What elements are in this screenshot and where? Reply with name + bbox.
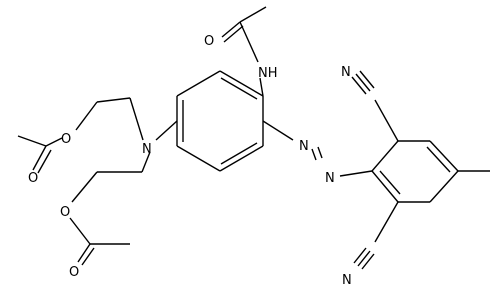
bonds	[17, 6, 490, 270]
atom-n-azo2: N	[325, 171, 335, 186]
atom-o3: O	[28, 171, 38, 186]
atom-nh: NH	[258, 66, 278, 81]
bond	[426, 146, 451, 173]
bond	[429, 140, 459, 172]
bond	[239, 6, 267, 23]
bond	[311, 148, 317, 161]
bond	[371, 140, 399, 172]
atom-cn2-n: N	[342, 273, 352, 288]
bond	[219, 145, 264, 172]
bond	[71, 171, 98, 203]
bond	[141, 151, 151, 173]
atom-o5: O	[69, 265, 79, 280]
bond	[220, 77, 258, 100]
bond	[45, 137, 63, 147]
bond	[357, 250, 371, 267]
bond	[96, 97, 131, 103]
atom-o4: O	[60, 205, 70, 220]
bond	[317, 146, 323, 159]
bond	[351, 76, 367, 95]
bond	[239, 21, 259, 63]
atom-labels: O NH N O O O O N N N N	[28, 34, 352, 288]
bond	[259, 77, 264, 97]
bond	[339, 170, 373, 177]
bond	[219, 70, 264, 97]
bond	[355, 73, 371, 92]
atom-n-amine: N	[142, 142, 152, 157]
atom-n-azo1: N	[299, 139, 309, 154]
bond	[374, 99, 399, 142]
bond	[176, 70, 221, 97]
bond	[361, 253, 375, 270]
bond	[176, 145, 221, 172]
atom-cn1-n: N	[341, 65, 351, 80]
bond	[81, 247, 95, 266]
bond	[75, 101, 98, 131]
bond	[77, 243, 91, 263]
bond	[374, 201, 399, 243]
bond	[221, 21, 241, 38]
bond	[223, 25, 244, 43]
bond	[353, 247, 367, 264]
atom-o2: O	[61, 132, 71, 147]
bond	[220, 142, 258, 165]
bond	[32, 145, 47, 171]
bond	[371, 170, 399, 203]
bond	[155, 120, 178, 141]
bond	[262, 120, 294, 141]
bond	[37, 149, 52, 174]
bond	[379, 170, 401, 195]
bond	[69, 217, 91, 245]
bond	[17, 135, 47, 147]
bond	[359, 70, 375, 89]
atom-o1: O	[204, 34, 214, 49]
bond	[129, 97, 144, 141]
bond	[429, 170, 459, 203]
